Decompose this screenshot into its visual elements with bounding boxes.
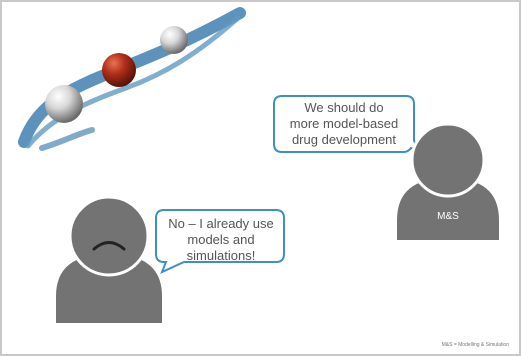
footnote: M&S = Modelling & Simulation <box>441 342 509 348</box>
speech-left-text: No – I already use models and simulation… <box>168 216 274 263</box>
red-sphere-icon <box>102 53 136 87</box>
sad-person-icon <box>56 195 162 323</box>
avatar-label: M&S <box>437 211 459 222</box>
ribbon-with-spheres-icon <box>18 7 246 151</box>
person-icon <box>397 122 499 240</box>
speech-right-text: We should do more model-based drug devel… <box>289 100 399 147</box>
speech-bubble-right <box>273 95 429 153</box>
silver-sphere-icon <box>45 85 83 123</box>
speech-bubble-left <box>155 209 285 274</box>
frown-icon <box>92 241 126 251</box>
silver-sphere-icon <box>160 26 188 54</box>
